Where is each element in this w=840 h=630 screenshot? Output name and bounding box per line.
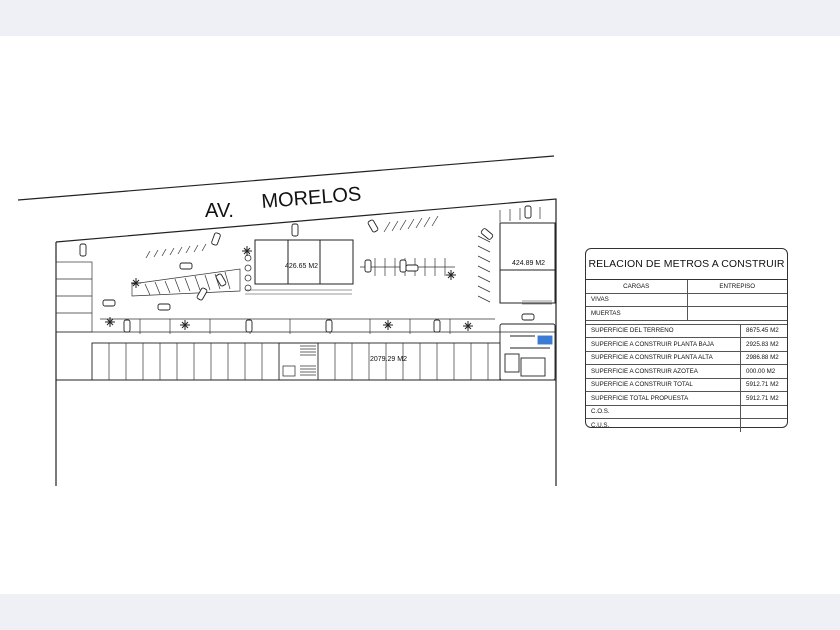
table-row: SUPERFICIE DEL TERRENO 8675.45 M2 bbox=[586, 324, 787, 338]
header-cargas: CARGAS bbox=[623, 282, 650, 290]
row-label: SUPERFICIE A CONSTRUIR TOTAL bbox=[591, 381, 693, 389]
table-row: VIVAS bbox=[586, 293, 788, 307]
table-row: SUPERFICIE A CONSTRUIR PLANTA BAJA 2925.… bbox=[586, 338, 787, 352]
commercial-units bbox=[108, 343, 489, 380]
header-entrepiso: ENTREPISO bbox=[686, 280, 788, 293]
table-row: SUPERFICIE A CONSTRUIR TOTAL 5912.71 M2 bbox=[586, 378, 787, 392]
row-label: SUPERFICIE DEL TERRENO bbox=[591, 327, 674, 335]
building-1 bbox=[254, 239, 354, 285]
street-line bbox=[17, 155, 555, 201]
row-label: C.U.S. bbox=[591, 421, 610, 429]
building-2-hatch bbox=[522, 300, 552, 305]
row-label: SUPERFICIE A CONSTRUIR AZOTEA bbox=[591, 367, 698, 375]
row-label: SUPERFICIE TOTAL PROPUESTA bbox=[591, 394, 689, 402]
row-value bbox=[740, 419, 787, 432]
stair-core bbox=[278, 342, 319, 381]
row-label: VIVAS bbox=[591, 296, 609, 304]
trees bbox=[105, 246, 473, 331]
east-diagonal-stalls bbox=[477, 235, 491, 303]
parked-cars bbox=[79, 205, 535, 333]
row-label: SUPERFICIE A CONSTRUIR PLANTA ALTA bbox=[591, 354, 713, 362]
table-header-row: CARGAS ENTREPISO bbox=[586, 280, 787, 294]
bottom-parking-row bbox=[100, 318, 495, 334]
service-block bbox=[499, 323, 556, 381]
roundabout-markers bbox=[244, 254, 252, 292]
row-label: SUPERFICIE A CONSTRUIR PLANTA BAJA bbox=[591, 340, 714, 348]
row-value bbox=[686, 307, 788, 320]
table-title: RELACION DE METROS A CONSTRUIR bbox=[586, 249, 787, 280]
building-1-hatch bbox=[245, 289, 352, 295]
row-value bbox=[686, 293, 788, 306]
top-parking-stalls bbox=[145, 207, 541, 259]
table-row: SUPERFICIE TOTAL PROPUESTA 5912.71 M2 bbox=[586, 392, 787, 406]
row-label: MUERTAS bbox=[591, 309, 621, 317]
row-value: 8675.45 M2 bbox=[740, 324, 787, 337]
table-row: SUPERFICIE A CONSTRUIR AZOTEA 000.00 M2 bbox=[586, 365, 787, 379]
table-row: SUPERFICIE A CONSTRUIR PLANTA ALTA 2986.… bbox=[586, 351, 787, 365]
building-2 bbox=[499, 222, 556, 304]
table-spacer bbox=[586, 321, 787, 325]
street-prefix: AV. bbox=[205, 200, 234, 222]
table-row: MUERTAS bbox=[586, 307, 787, 321]
site-plan: AV. MORELOS bbox=[17, 155, 557, 486]
area-summary-table: RELACION DE METROS A CONSTRUIR CARGAS EN… bbox=[585, 248, 788, 432]
row-value: 2986.88 M2 bbox=[740, 351, 787, 364]
site-boundary bbox=[55, 198, 557, 486]
row-label: C.O.S. bbox=[591, 408, 610, 416]
area-label-commercial: 2079.29 M2 bbox=[370, 356, 407, 363]
row-value bbox=[740, 405, 787, 418]
row-value: 2925.83 M2 bbox=[740, 338, 787, 351]
row-value: 000.00 M2 bbox=[740, 365, 787, 378]
area-label-building-2: 424.89 M2 bbox=[512, 260, 545, 267]
commercial-strip bbox=[56, 342, 556, 381]
table-row: C.O.S. bbox=[586, 405, 787, 419]
area-label-building-1: 426.65 M2 bbox=[285, 263, 318, 270]
row-value: 5912.71 M2 bbox=[740, 378, 787, 391]
street-name: MORELOS bbox=[261, 183, 362, 213]
left-stalls bbox=[55, 261, 93, 333]
row-value: 5912.71 M2 bbox=[740, 392, 787, 405]
drawing-sheet: AV. MORELOS bbox=[0, 36, 840, 594]
table-row: C.U.S. bbox=[586, 419, 787, 432]
central-island bbox=[131, 268, 241, 297]
